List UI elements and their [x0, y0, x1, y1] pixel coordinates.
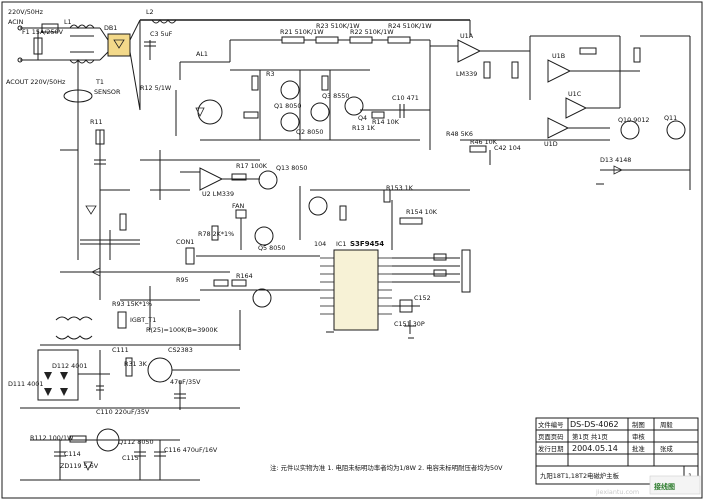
- label-zd119: ZD119 5.6V: [60, 462, 99, 470]
- label-sensor: SENSOR: [94, 88, 121, 96]
- component-labels: 220V/50Hz ACIN F1 15A/250V ACOUT 220V/50…: [6, 8, 677, 470]
- label-r112: R112 100/1W: [30, 434, 74, 442]
- label-d13: D13 4148: [600, 156, 631, 164]
- tb-doc-no-label: 文件编号: [538, 420, 564, 429]
- label-u1a: U1A: [460, 32, 474, 40]
- label-d112: D112 4001: [52, 362, 87, 370]
- site-logo-text: 接线图: [654, 482, 675, 491]
- label-cap104: 104: [314, 240, 326, 248]
- label-cs2383: CS2383: [168, 346, 193, 354]
- fan-connector-area: [117, 209, 320, 350]
- bridge-rectifier: [99, 19, 141, 111]
- label-r95: R95: [176, 276, 189, 284]
- label-fuse: F1 15A/250V: [22, 28, 64, 36]
- label-c115: C115: [122, 454, 139, 462]
- label-q3: Q3 8550: [322, 92, 349, 100]
- label-c114: C114: [64, 450, 81, 458]
- label-q2: Q2 8050: [296, 128, 323, 136]
- label-c111: C111: [112, 346, 129, 354]
- label-rt: R(25)=100K/B=3900K: [146, 326, 218, 334]
- label-c42: C42 104: [494, 144, 521, 152]
- label-q5: Q5 8050: [258, 244, 285, 252]
- title-block: 文件编号 DS-DS-4062 制图 周毅 页面页码 第1页 共1页 审核 发行…: [535, 417, 699, 485]
- label-r46: R46 10K: [470, 138, 498, 146]
- label-r93: R93 15K*1%: [112, 300, 152, 308]
- label-lm339: LM339: [456, 70, 477, 78]
- tb-date-label: 发行日期: [538, 444, 564, 453]
- label-c3: C3 5uF: [150, 30, 173, 38]
- label-con1: CON1: [176, 238, 194, 246]
- label-r153: R153 1K: [386, 184, 414, 192]
- tb-draw-label: 制图: [632, 420, 645, 429]
- driver-transistors: [175, 69, 430, 141]
- label-q13: Q13 8050: [276, 164, 307, 172]
- label-q11: Q11: [664, 114, 677, 122]
- label-al: AL1: [196, 50, 208, 58]
- label-r48: R48 5K6: [446, 130, 473, 138]
- label-r13: R13 1K: [352, 124, 376, 132]
- label-r17: R17 100K: [236, 162, 268, 170]
- label-c116: C116 470uF/16V: [164, 446, 218, 454]
- label-u1b: U1B: [552, 52, 565, 60]
- label-d111: D111 4001: [8, 380, 43, 388]
- label-fan: FAN: [232, 202, 244, 210]
- label-u2: U2 LM339: [202, 190, 234, 198]
- comparators: [429, 35, 691, 190]
- label-l2: L2: [146, 8, 154, 16]
- label-r23: R23 510K/1W: [316, 22, 360, 30]
- schematic-notes: 注: 元件以实物为准 1. 电阻未标明功率者均为1/8W 2. 电容未标明耐压者…: [270, 463, 503, 472]
- label-r164: R164: [236, 272, 253, 280]
- tb-date-value: 2004.05.14: [572, 444, 618, 453]
- tb-review-label: 审核: [632, 432, 645, 441]
- label-q1: Q1 8050: [274, 102, 301, 110]
- label-c10: C10 471: [392, 94, 419, 102]
- microcontroller: [299, 186, 471, 334]
- tb-draw-value: 周毅: [660, 420, 673, 429]
- tb-approve-label: 批准: [632, 444, 645, 453]
- label-ic-name: S3F9454: [350, 240, 384, 248]
- tb-approve-value: 张成: [660, 444, 673, 453]
- resistor-chain: [179, 36, 430, 80]
- label-q4: Q4: [358, 114, 367, 122]
- label-c110: C110 220uF/35V: [96, 408, 150, 416]
- label-q10: Q10 9012: [618, 116, 649, 124]
- label-r31: R31 3K: [124, 360, 148, 368]
- label-ic: IC1: [336, 240, 346, 248]
- label-r78: R78 2K*1%: [198, 230, 234, 238]
- label-l1: L1: [64, 18, 72, 26]
- ac-input: [17, 23, 100, 260]
- label-cap47: 47uF/35V: [170, 378, 201, 386]
- label-u1c: U1C: [568, 90, 582, 98]
- tb-page-value: 第1页 共1页: [572, 432, 608, 441]
- label-acin2: ACIN: [8, 18, 24, 26]
- ground-symbols: [326, 183, 604, 339]
- label-q112: Q112 8050: [118, 438, 154, 446]
- label-db1: DB1: [104, 24, 117, 32]
- label-c151: C151 30P: [394, 320, 425, 328]
- label-t1: T1: [95, 78, 104, 86]
- power-supply: [20, 316, 240, 481]
- tb-title: 九阳18T1,18T2电磁炉主板: [540, 471, 620, 480]
- label-igbt: IGBT_T1: [130, 316, 156, 324]
- tb-doc-no: DS-DS-4062: [570, 420, 619, 429]
- label-r21: R21 510K/1W: [280, 28, 324, 36]
- watermark-text: jiexiantu.com: [595, 488, 639, 496]
- label-out: ACOUT 220V/50Hz: [6, 78, 66, 86]
- label-r11: R11: [90, 118, 103, 126]
- label-r154: R154 10K: [406, 208, 438, 216]
- label-r3: R3: [266, 70, 275, 78]
- label-r14: R14 10K: [372, 118, 400, 126]
- label-r22: R22 510K/1W: [350, 28, 394, 36]
- label-r24: R24 510K/1W: [388, 22, 432, 30]
- label-r12: R12 5/1W: [140, 84, 172, 92]
- label-acin1: 220V/50Hz: [8, 8, 44, 16]
- tb-page-label: 页面页码: [538, 433, 564, 441]
- label-c152: C152: [414, 294, 431, 302]
- mid-left-network: [60, 129, 278, 300]
- label-u1d: U1D: [544, 140, 558, 148]
- site-logo: 接线图: [649, 475, 701, 495]
